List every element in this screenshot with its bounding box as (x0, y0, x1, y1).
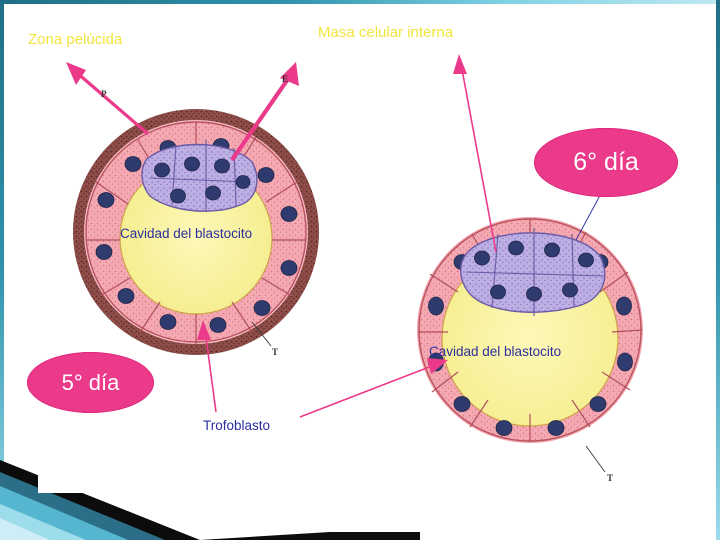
slide-border-left (0, 0, 4, 540)
label-masa-celular-interna: Masa celular interna (318, 24, 454, 41)
callout-dia-5[interactable]: 5° día (27, 352, 154, 413)
slide-border-right (716, 0, 720, 540)
label-letter-p: P (101, 89, 107, 99)
diagram-panel (38, 26, 684, 493)
label-cavidad-blastocito-left: Cavidad del blastocito (120, 226, 253, 241)
label-letter-t-left: T (272, 347, 279, 357)
label-trofoblasto: Trofoblasto (203, 418, 271, 433)
label-cavidad-blastocito-right: Cavidad del blastocito (429, 344, 562, 359)
label-zona-pelucida: Zona pelúcida (28, 31, 123, 48)
slide-border-top (0, 0, 720, 4)
label-letter-t-right: T (607, 473, 614, 483)
callout-dia-6[interactable]: 6° día (534, 128, 678, 197)
label-letter-e: E (282, 74, 289, 84)
